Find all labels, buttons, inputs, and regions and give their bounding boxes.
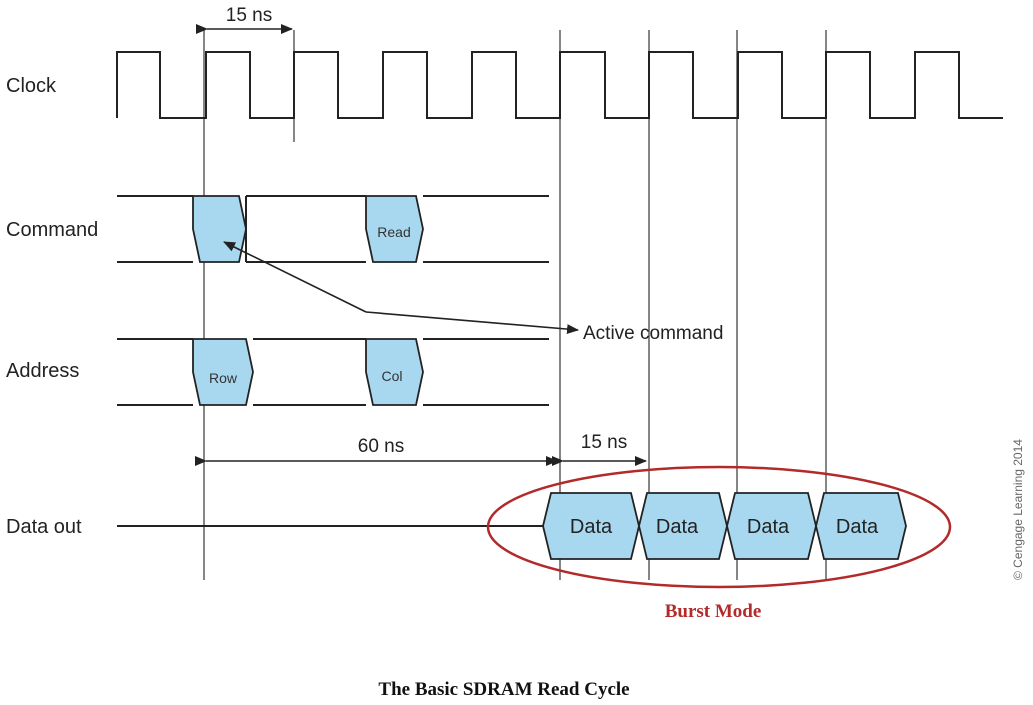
- address-cell-col-label: Col: [381, 368, 402, 384]
- address-cell-row-label: Row: [209, 370, 238, 386]
- latency-label: 60 ns: [358, 436, 404, 457]
- address-cell-row: [192, 338, 254, 406]
- data-cell-label: Data: [836, 516, 879, 538]
- command-cell-read: [365, 195, 424, 263]
- clock-waveform: [116, 51, 1003, 119]
- clock-label: Clock: [6, 75, 57, 97]
- active-command-label: Active command: [583, 323, 723, 344]
- data-cell-label: Data: [656, 516, 699, 538]
- data-cell-label: Data: [570, 516, 613, 538]
- command-cell-read-label: Read: [377, 224, 410, 240]
- command-label: Command: [6, 219, 98, 241]
- active-command-arrow: [223, 241, 367, 313]
- address-cell-col: [365, 338, 424, 406]
- burst-period-label: 15 ns: [581, 432, 627, 453]
- copyright-note: © Cengage Learning 2014: [1011, 439, 1025, 580]
- address-label: Address: [6, 360, 79, 382]
- burst-mode-ring: [486, 465, 952, 589]
- active-command-arrow: [365, 311, 579, 335]
- burst-mode-label: Burst Mode: [665, 601, 762, 622]
- figure-caption: The Basic SDRAM Read Cycle: [378, 679, 629, 700]
- data-cell: [815, 492, 907, 560]
- data-cell-label: Data: [747, 516, 790, 538]
- command-cell-active: [192, 195, 247, 263]
- data-out-label: Data out: [6, 516, 82, 538]
- clock-period-label: 15 ns: [226, 5, 272, 26]
